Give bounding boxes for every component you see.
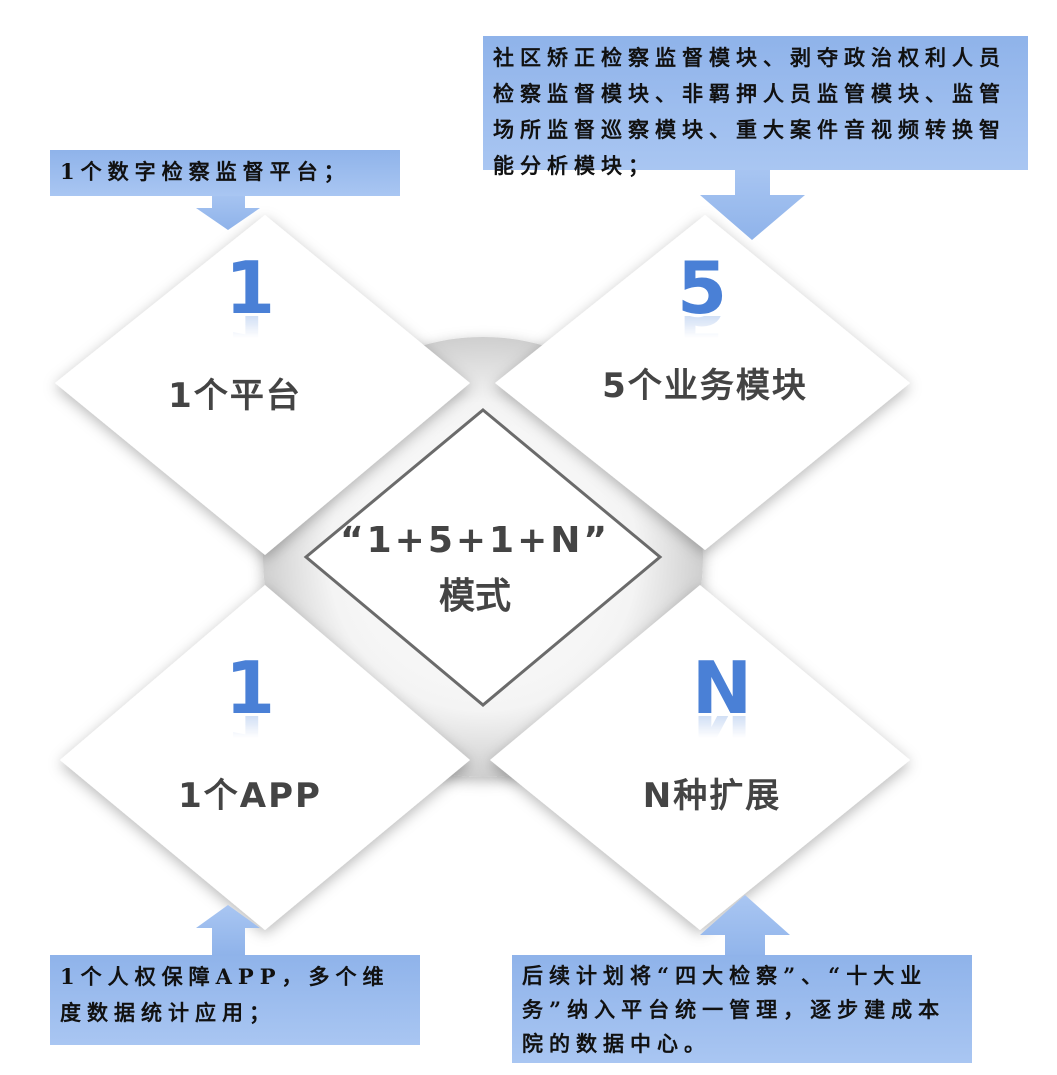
arrow-bottom-right <box>700 895 790 960</box>
petal-label-platform: 1个平台 <box>168 376 302 416</box>
petal-label-extension: N种扩展 <box>642 776 782 816</box>
callout-bottom-right: 后续计划将“四大检察”、“十大业务”纳入平台统一管理，逐步建成本院的数据中心。 <box>512 955 972 1063</box>
arrow-top-right <box>700 165 805 240</box>
petal-bottom-right <box>490 585 910 930</box>
callout-bottom-left: 1个人权保障APP，多个维度数据统计应用； <box>50 955 420 1045</box>
petal-number-app: 1 <box>224 646 276 730</box>
callout-top-left: 1个数字检察监督平台； <box>50 150 400 196</box>
petal-number-extension: N <box>691 646 753 730</box>
petal-label-modules: 5个业务模块 <box>602 366 808 406</box>
petal-bottom-left <box>60 585 470 930</box>
petal-top-left <box>55 215 470 555</box>
petal-label-app: 1个APP <box>178 776 322 816</box>
petal-number-modules-reflection: 5 <box>642 316 762 356</box>
petal-number-modules: 5 <box>676 246 728 330</box>
arrow-bottom-left <box>196 905 260 955</box>
center-title: “1+5+1+N” 模式 <box>320 520 630 619</box>
center-title-mode: 模式 <box>438 576 511 617</box>
petal-number-app-reflection: 1 <box>190 716 310 756</box>
center-diamond <box>303 408 663 707</box>
petal-top-right <box>495 215 910 550</box>
petal-number-platform-reflection: 1 <box>190 316 310 356</box>
petal-number-platform: 1 <box>224 246 276 330</box>
callout-top-right: 社区矫正检察监督模块、剥夺政治权利人员检察监督模块、非羁押人员监管模块、监管场所… <box>483 36 1028 178</box>
center-title-formula: “1+5+1+N” <box>339 520 611 561</box>
petal-number-extension-reflection: N <box>662 716 782 756</box>
arrow-top-left <box>196 190 260 230</box>
